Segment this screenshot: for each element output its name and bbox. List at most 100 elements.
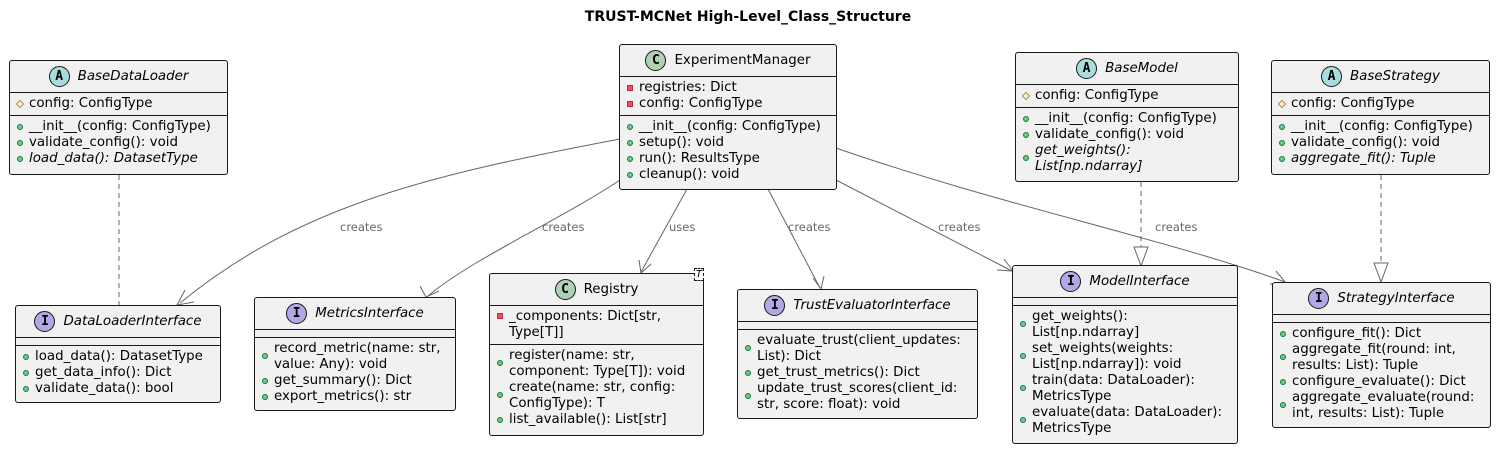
abstract-badge-icon: A (1321, 66, 1342, 87)
public-icon (745, 393, 751, 399)
class-experiment-manager: C ExperimentManager registries: Dict conf… (619, 44, 837, 190)
public-icon (1020, 417, 1026, 423)
method: get_weights(): (1032, 309, 1128, 324)
public-icon (627, 156, 633, 162)
triangle-model (1133, 246, 1149, 268)
public-icon (497, 417, 503, 423)
field: config: ConfigType (639, 96, 763, 111)
edge-creates-data-loader (179, 138, 621, 304)
method: evaluate_trust(client_updates: (757, 333, 961, 348)
class-name: ExperimentManager (674, 52, 811, 68)
interface-badge-icon: I (34, 311, 56, 332)
method-continuation: results: List): Tuple (1292, 358, 1419, 373)
public-icon (262, 378, 268, 384)
public-icon (1279, 156, 1285, 162)
private-icon (627, 85, 633, 91)
field: _components: Dict[str, (509, 309, 662, 324)
public-icon (17, 156, 23, 162)
arrowhead-data-loader (176, 289, 195, 306)
public-icon (1023, 132, 1029, 138)
method-continuation: int, results: List): Tuple (1292, 406, 1445, 421)
method-continuation: MetricsType (1032, 421, 1112, 436)
public-icon (1280, 331, 1286, 337)
edge-creates-trust (767, 188, 821, 289)
method: __init__(config: ConfigType) (29, 119, 211, 134)
method-continuation: List[np.ndarray]): void (1032, 357, 1182, 372)
edge-label-creates-metrics: creates (542, 220, 585, 234)
method: create(name: str, config: (509, 380, 676, 395)
class-name: MetricsInterface (315, 305, 424, 321)
public-icon (23, 354, 29, 360)
method-continuation: component: Type[T]): void (509, 364, 686, 379)
method: get_data_info(): Dict (35, 365, 172, 380)
edge-label-uses-registry: uses (669, 220, 696, 234)
method: set_weights(weights: (1032, 341, 1174, 356)
public-icon (1279, 124, 1285, 130)
method: get_weights(): (1035, 143, 1131, 158)
edge-creates-metrics (427, 179, 621, 297)
method: train(data: DataLoader): (1032, 373, 1195, 388)
arrowhead-registry (638, 259, 652, 274)
method-continuation: value: Any): void (274, 357, 388, 372)
edge-uses-registry (640, 188, 688, 273)
interface-badge-icon: I (764, 295, 786, 316)
field: registries: Dict (639, 80, 737, 95)
method-continuation: List): Dict (757, 349, 822, 364)
public-icon (17, 140, 23, 146)
public-icon (497, 360, 503, 366)
public-icon (1279, 140, 1285, 146)
method: aggregate_fit(): Tuple (1291, 151, 1436, 166)
public-icon (627, 124, 633, 130)
public-icon (745, 345, 751, 351)
field: config: ConfigType (1035, 88, 1159, 103)
method: validate_config(): void (29, 135, 178, 150)
public-icon (23, 386, 29, 392)
public-icon (262, 353, 268, 359)
class-name: TrustEvaluatorInterface (793, 297, 951, 313)
method: validate_config(): void (1291, 135, 1440, 150)
public-icon (497, 392, 503, 398)
arrowhead-metrics (419, 285, 440, 298)
interface-trust-evaluator: I TrustEvaluatorInterface evaluate_trust(… (737, 289, 978, 419)
class-name: Registry (583, 281, 639, 297)
class-name: BaseModel (1105, 60, 1178, 76)
interface-badge-icon: I (286, 303, 308, 324)
method: cleanup(): void (639, 167, 740, 182)
triangle-strategy (1373, 262, 1389, 284)
method-continuation: ConfigType): T (509, 396, 605, 411)
method: list_available(): List[str] (509, 412, 667, 427)
class-badge-icon: C (645, 50, 667, 71)
method: setup(): void (639, 135, 725, 150)
public-icon (1020, 385, 1026, 391)
private-icon (627, 101, 633, 107)
method: aggregate_fit(round: int, (1292, 342, 1456, 357)
method-continuation: str, score: float): void (757, 397, 901, 412)
method: __init__(config: ConfigType) (1291, 119, 1473, 134)
public-icon (1020, 353, 1026, 359)
abstract-badge-icon: A (48, 66, 70, 87)
public-icon (23, 370, 29, 376)
method: load_data(): DatasetType (35, 349, 203, 364)
method: export_metrics(): str (274, 389, 412, 404)
protected-icon (1021, 91, 1031, 101)
edge-creates-model (835, 179, 1013, 272)
public-icon (1023, 155, 1029, 161)
diagram-title: TRUST-MCNet High-Level_Class_Structure (584, 9, 912, 25)
class-badge-icon: C (554, 279, 576, 300)
method: aggregate_evaluate(round: (1292, 390, 1475, 405)
method: evaluate(data: DataLoader): (1032, 405, 1222, 420)
class-name: StrategyInterface (1337, 290, 1455, 306)
method: __init__(config: ConfigType) (639, 119, 821, 134)
method: load_data(): DatasetType (29, 151, 198, 166)
method: run(): ResultsType (639, 151, 760, 166)
public-icon (1020, 321, 1026, 327)
method: validate_config(): void (1035, 127, 1184, 142)
method: configure_fit(): Dict (1292, 326, 1422, 341)
interface-badge-icon: I (1060, 271, 1082, 292)
